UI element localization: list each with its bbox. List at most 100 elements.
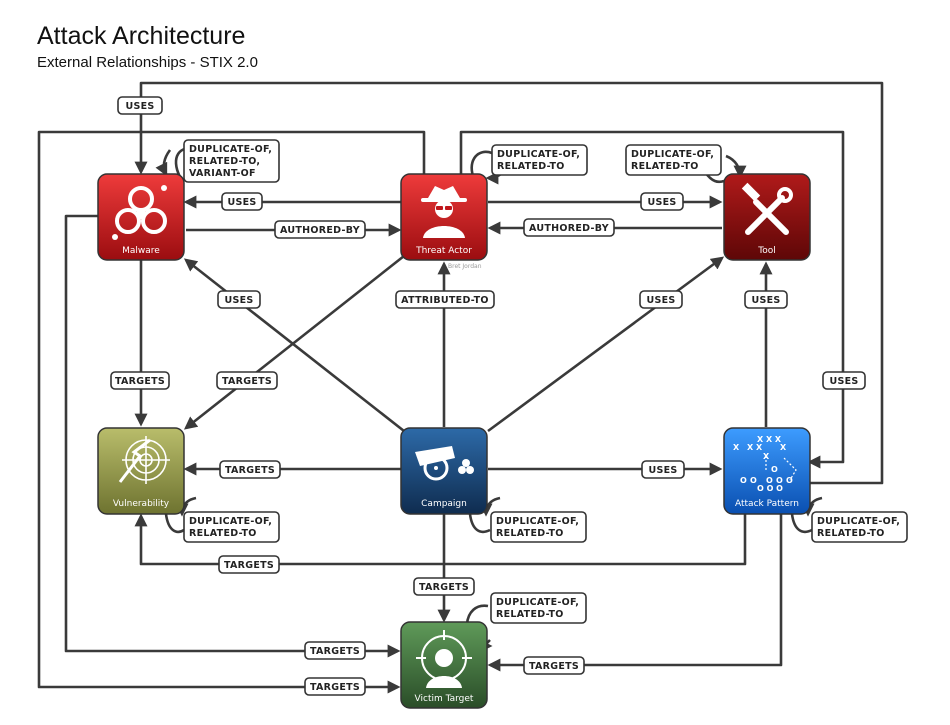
edge-attack-self-arrow [801,496,823,517]
node-threat-actor-label: Threat Actor [415,246,472,256]
edge-actor-targets-victim [37,130,426,694]
node-victim-target-label: Victim Target [415,694,474,704]
svg-text:TARGETS: TARGETS [529,661,579,672]
edge-actor-targets-vuln [183,254,405,430]
play-route-icon [765,456,797,481]
svg-text:USES: USES [751,295,780,306]
svg-text:RELATED-TO: RELATED-TO [189,528,257,539]
edge-campaign-self-arrow [479,496,501,517]
node-campaign-label: Campaign [421,499,467,509]
svg-text:RELATED-TO: RELATED-TO [497,161,565,172]
svg-text:X X: X X [747,443,763,452]
svg-text:RELATED-TO,: RELATED-TO, [189,156,260,167]
svg-text:O: O [776,476,783,485]
bug-icon [112,185,167,240]
label-campaign-targets-vuln: TARGETS [219,460,281,479]
edge-malware-targets-victim [64,214,401,658]
label-campaign-uses-malware: USES [217,290,261,309]
node-threat-actor[interactable]: Threat Actor [400,173,488,261]
svg-text:RELATED-TO: RELATED-TO [496,609,564,620]
svg-text:O: O [766,476,773,485]
label-actor-uses-malware: USES [221,192,263,211]
cannon-icon [415,446,474,481]
diagram-title: Attack Architecture [37,22,246,50]
svg-text:AUTHORED-BY: AUTHORED-BY [529,223,609,234]
svg-text:RELATED-TO: RELATED-TO [817,528,885,539]
label-campaign-targets-victim: TARGETS [413,577,475,596]
svg-text:O: O [771,465,778,474]
edge-malware-self-arrow [155,149,172,177]
edge-labels: USES USES AUTHORED-BY USES AUTHORED-BY U… [110,96,908,696]
node-vulnerability-label: Vulnerability [113,499,170,509]
node-malware-label: Malware [122,246,160,256]
hammer-wrench-icon [741,182,793,235]
label-attack-uses-tool: USES [744,290,788,309]
svg-text:ATTRIBUTED-TO: ATTRIBUTED-TO [401,295,489,306]
label-malware-targets-vuln: TARGETS [110,371,170,390]
svg-text:RELATED-TO: RELATED-TO [631,161,699,172]
label-victim-self: DUPLICATE-OF, RELATED-TO [490,592,587,624]
svg-text:RELATED-TO: RELATED-TO [496,528,564,539]
edge-vuln-self-arrow [175,496,197,517]
svg-text:TARGETS: TARGETS [419,582,469,593]
svg-text:DUPLICATE-OF,: DUPLICATE-OF, [189,516,272,527]
node-attack-pattern[interactable]: X X X X X X X X O O O O O O O O O Attack… [723,427,811,515]
svg-text:DUPLICATE-OF,: DUPLICATE-OF, [189,144,272,155]
svg-text:USES: USES [829,376,858,387]
label-campaign-uses-tool: USES [639,290,683,309]
edge-campaign-uses-tool [487,256,725,433]
label-attack-targets-victim: TARGETS [523,656,585,675]
label-malware-authored-by: AUTHORED-BY [274,220,366,239]
svg-text:O: O [740,476,747,485]
label-malware-targets-victim: TARGETS [304,641,366,660]
svg-text:DUPLICATE-OF,: DUPLICATE-OF, [496,597,579,608]
edge-attack-self [790,513,813,534]
svg-text:X: X [780,443,787,452]
svg-text:O: O [750,476,757,485]
target-crack-icon [118,436,170,484]
label-campaign-self: DUPLICATE-OF, RELATED-TO [490,511,587,543]
svg-text:USES: USES [648,465,677,476]
svg-text:TARGETS: TARGETS [310,682,360,693]
label-attributed-to: ATTRIBUTED-TO [395,290,495,309]
svg-text:DUPLICATE-OF,: DUPLICATE-OF, [631,149,714,160]
svg-text:X X X: X X X [757,435,782,444]
svg-text:TARGETS: TARGETS [222,376,272,387]
label-vuln-self: DUPLICATE-OF, RELATED-TO [183,511,280,543]
diagram-subtitle: External Relationships - STIX 2.0 [37,54,258,71]
svg-text:USES: USES [125,101,154,112]
label-attack-self: DUPLICATE-OF, RELATED-TO [811,511,908,543]
svg-text:USES: USES [647,197,676,208]
svg-text:USES: USES [227,197,256,208]
edge-attack-targets-victim [487,514,783,672]
biohazard-icon [115,186,167,234]
svg-text:DUPLICATE-OF,: DUPLICATE-OF, [496,516,579,527]
svg-text:X: X [733,443,740,452]
svg-text:O O O: O O O [757,484,783,493]
node-vulnerability[interactable]: Vulnerability [97,427,185,515]
label-attack-uses-outer: USES [822,371,866,390]
node-victim-target[interactable]: Victim Target [400,621,488,709]
svg-text:USES: USES [224,295,253,306]
edge-tool-self-arrow [725,154,747,179]
node-tool[interactable]: Tool [723,173,811,261]
sunglasses-icon [436,206,452,210]
label-tool-self: DUPLICATE-OF, RELATED-TO [625,144,722,176]
node-malware[interactable]: Malware [97,173,185,261]
label-attack-targets-vuln: TARGETS [218,555,280,574]
svg-text:TARGETS: TARGETS [225,465,275,476]
svg-text:TARGETS: TARGETS [224,560,274,571]
node-campaign[interactable]: Campaign [400,427,488,515]
label-actor-targets-vuln: TARGETS [216,371,278,390]
edge-campaign-uses-malware [183,258,405,433]
svg-text:VARIANT-OF: VARIANT-OF [189,168,256,179]
edge-victim-self [465,604,489,625]
svg-text:O: O [786,476,793,485]
svg-text:DUPLICATE-OF,: DUPLICATE-OF, [497,149,580,160]
crosshair-person-icon [416,630,472,688]
node-tool-label: Tool [757,246,775,256]
svg-text:DUPLICATE-OF,: DUPLICATE-OF, [817,516,900,527]
label-actor-self: DUPLICATE-OF, RELATED-TO [491,144,588,176]
label-uses-top: USES [117,96,163,115]
